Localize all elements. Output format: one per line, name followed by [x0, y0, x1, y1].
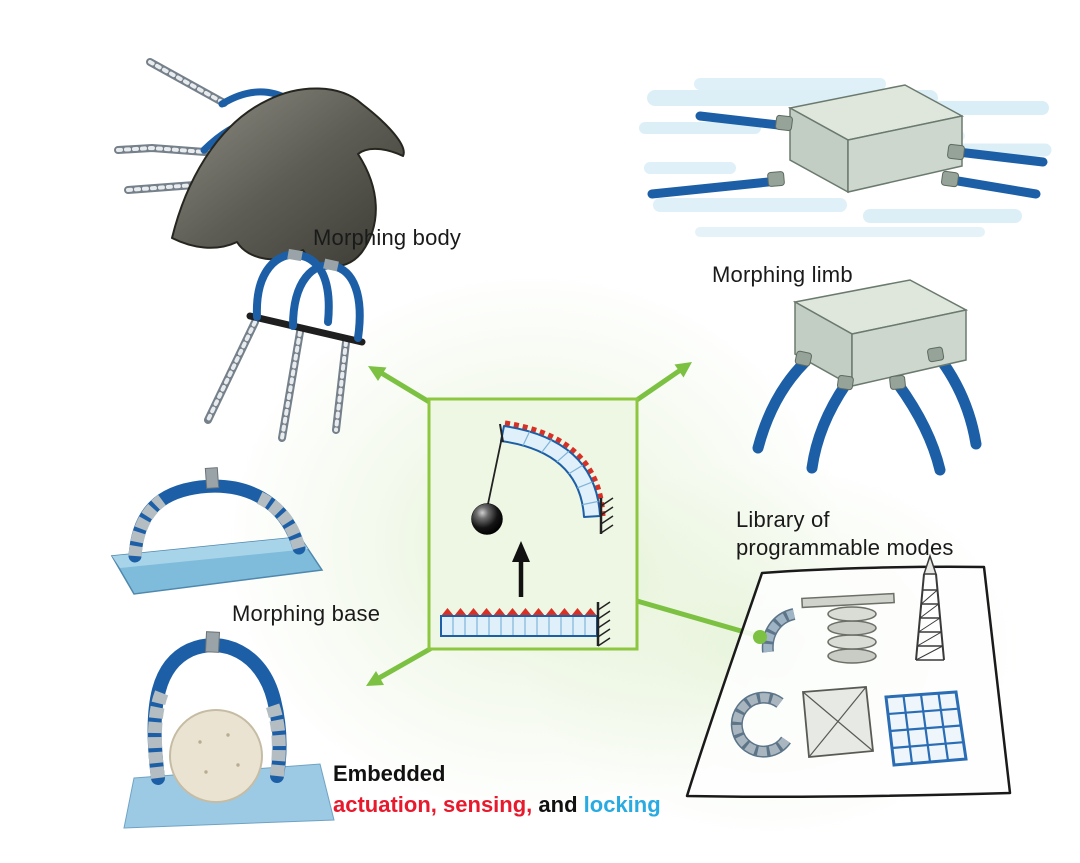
embedded-caption-line2: actuation, sensing, and locking — [333, 789, 661, 820]
caption-sensing: sensing, — [443, 792, 533, 817]
limb-tube — [695, 111, 792, 131]
beam-band — [500, 425, 601, 518]
wall-anchor-top — [599, 497, 614, 534]
morphing-limb-label: Morphing limb — [712, 262, 853, 287]
arch-top-tab — [204, 631, 221, 653]
beam-cells — [452, 617, 586, 635]
mode-segmented-ring — [730, 691, 791, 758]
arch-clamp — [287, 248, 303, 262]
library-label-line1: Library of — [736, 507, 830, 532]
caption-locking: locking — [583, 792, 661, 817]
morphing-body-label: Morphing body — [313, 225, 462, 250]
center-mechanism-box — [427, 397, 639, 651]
green-dot-marker — [753, 630, 767, 644]
morphing-base-label: Morphing base — [232, 601, 381, 626]
red-serration-curved — [504, 420, 606, 517]
library-label: Library of programmable modes — [736, 506, 954, 562]
ball-payload — [169, 709, 263, 803]
limb-box-swimming — [647, 84, 1048, 199]
mode-truss-tower — [915, 553, 945, 661]
wall-anchor-bottom — [596, 601, 611, 647]
tube-connector — [940, 170, 960, 188]
embedded-caption: Embedded actuation, sensing, and locking — [333, 758, 661, 820]
arch-gray-segment — [147, 689, 169, 779]
morphing-base-illustration — [110, 467, 335, 829]
tube-connector — [775, 114, 793, 132]
mode-curved-segment — [761, 608, 796, 653]
arch-clamp — [323, 258, 339, 272]
beam-cells-curved — [522, 431, 599, 506]
mode-cylinder-stack — [801, 592, 895, 664]
truss-legs-bottom — [204, 318, 350, 442]
curved-beam — [471, 420, 614, 535]
leg-fitting — [836, 374, 854, 391]
green-arrow-up-left-icon — [368, 366, 434, 406]
body-spine-bar — [246, 312, 366, 346]
green-arrow-up-right-icon — [631, 362, 692, 405]
pendulum-string — [487, 436, 503, 505]
limb-tube — [947, 175, 1041, 199]
manta-body — [171, 87, 405, 268]
limb-box-standing — [752, 279, 982, 476]
tube-connector — [947, 143, 965, 161]
arch-top-tab — [204, 467, 220, 489]
pendulum-ball — [471, 503, 503, 535]
caption-and: and — [538, 792, 578, 817]
radiating-arrows — [366, 362, 758, 686]
base-low-arch — [110, 467, 324, 595]
caption-actuation: actuation, — [333, 792, 437, 817]
green-arrow-down-left-icon — [366, 646, 433, 686]
mode-blue-grid — [884, 690, 968, 767]
leg-fitting — [927, 346, 945, 363]
library-label-line2: programmable modes — [736, 535, 954, 560]
mode-folded-square — [802, 686, 874, 758]
library-illustration — [685, 553, 1012, 799]
tube-connector — [767, 171, 785, 187]
box-right-face — [847, 115, 963, 193]
box-right-face — [851, 309, 967, 387]
base-tall-arch — [123, 631, 335, 829]
up-arrow-icon — [512, 541, 530, 597]
leg-fitting — [889, 374, 906, 390]
limb-tube — [953, 147, 1048, 167]
blue-slab-top — [112, 537, 308, 568]
embedded-caption-line1: Embedded — [333, 761, 446, 786]
morphing-body-illustration — [114, 58, 405, 442]
straight-beam — [440, 601, 611, 647]
leg-fitting — [794, 350, 813, 367]
library-connector-line — [634, 598, 758, 638]
body-arches-state — [204, 248, 366, 442]
arch-gray-segment — [128, 494, 167, 557]
blue-arches — [252, 250, 364, 342]
morphing-limb-illustration — [639, 78, 1052, 476]
arch-gray-segment — [255, 491, 306, 550]
arch-gray-segment — [265, 701, 286, 777]
limb-tube — [647, 176, 783, 199]
